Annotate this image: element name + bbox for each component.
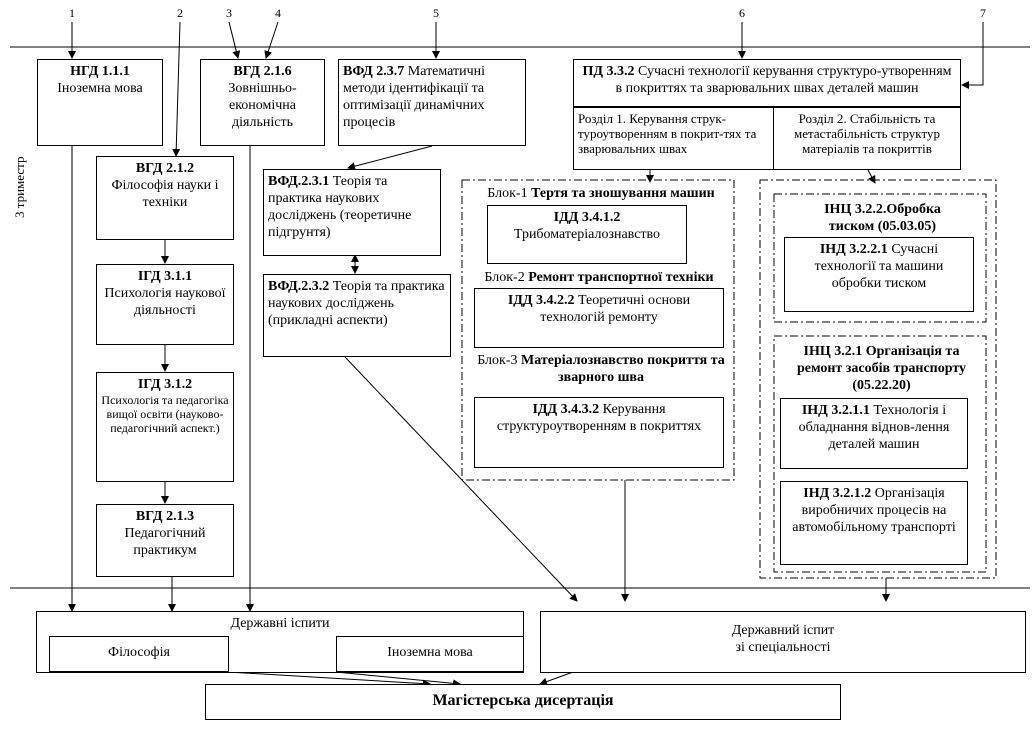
column-number-6: 6 — [739, 6, 745, 20]
course-section-2: Розділ 2. Стабільність та метастабільніс… — [773, 107, 961, 170]
course-title: Трибоматеріалознавство — [513, 227, 661, 242]
column-number-3: 3 — [226, 6, 232, 20]
exam-philosophy: Філософія — [49, 636, 229, 672]
course-box-vgd216: ВГД 2.1.6 Зовнішньо-економічна діяльніст… — [200, 59, 325, 146]
course-title: Сучасні технології керування структуро-у… — [615, 64, 952, 96]
column-number-7: 7 — [980, 6, 986, 20]
course-code: ІНД 3.2.1.1 — [801, 403, 870, 418]
exam-foreign-language: Іноземна мова — [336, 636, 524, 672]
specialty-label-inc321: ІНЦ 3.2.1 Організація та ремонт засобів … — [796, 344, 967, 393]
specialty-label-inc322: ІНЦ 3.2.2.Обробка тиском (05.03.05) — [824, 202, 941, 234]
course-box-idd3412: ІДД 3.4.1.2 Трибоматеріалознавство — [487, 205, 687, 264]
course-code: НГД 1.1.1 — [70, 64, 130, 79]
course-title: Математичні методи ідентифікації та опти… — [343, 64, 486, 130]
course-code: ПД 3.3.2 — [582, 64, 635, 79]
course-code: ВГД 2.1.3 — [135, 509, 195, 524]
course-box-vfd237: ВФД 2.3.7 Математичні методи ідентифікац… — [338, 59, 526, 146]
course-box-vgd212: ВГД 2.1.2 Філософія науки і техніки — [96, 156, 234, 240]
course-title: Теоретичні основи технологій ремонту — [540, 293, 691, 325]
course-code: ІДД 3.4.3.2 — [532, 402, 600, 417]
course-code: ІГД 3.1.2 — [137, 377, 193, 392]
column-number-1: 1 — [69, 6, 75, 20]
master-thesis-box: Магістерська дисертація — [205, 684, 841, 720]
course-box-idd3422: ІДД 3.4.2.2 Теоретичні основи технологій… — [474, 288, 724, 348]
block-label-3: Блок-3 Матеріалознавство покриття та зва… — [477, 353, 725, 385]
state-exams-title: Державні іспити — [230, 616, 330, 631]
course-code: ІДД 3.4.2.2 — [507, 293, 575, 308]
course-box-ind3212: ІНД 3.2.1.2 Організація виробничих проце… — [780, 481, 968, 565]
section-title: Розділ 1. Керування струк-туроутворенням… — [578, 111, 757, 156]
course-code: ВФД.2.3.2 — [268, 279, 330, 294]
course-box-vgd213: ВГД 2.1.3 Педагогічний практикум — [96, 504, 234, 577]
course-title: Педагогічний практикум — [124, 526, 206, 558]
course-code: ВГД 2.1.6 — [233, 64, 292, 79]
course-title: Психологія та педагогіка вищої освіти (н… — [101, 393, 229, 435]
course-box-igd312: ІГД 3.1.2 Психологія та педагогіка вищої… — [96, 372, 234, 482]
course-section-1: Розділ 1. Керування струк-туроутворенням… — [573, 107, 774, 170]
block-label-2: Блок-2 Ремонт транспортної техніки — [484, 270, 714, 285]
course-code: ІНД 3.2.2.1 — [819, 242, 888, 257]
course-title: Іноземна мова — [57, 81, 143, 96]
course-title: Психологія наукової діяльності — [104, 286, 226, 318]
course-title: Технологія і обладнання віднов-лення дет… — [798, 403, 950, 452]
column-number-5: 5 — [433, 6, 439, 20]
course-title: Керування структуроутворенням в покриття… — [496, 402, 702, 434]
section-title: Розділ 2. Стабільність та метастабільніс… — [794, 111, 940, 156]
course-title: Зовнішньо-економічна діяльність — [228, 81, 297, 130]
course-code: ВГД 2.1.2 — [135, 161, 195, 176]
course-code: ІГД 3.1.1 — [137, 269, 193, 284]
course-title: Теорія та практика наукових досліджень (… — [268, 174, 412, 240]
course-box-vfd232: ВФД.2.3.2 Теорія та практика наукових до… — [263, 274, 451, 357]
column-number-2: 2 — [177, 6, 183, 20]
course-box-igd311: ІГД 3.1.1 Психологія наукової діяльності — [96, 264, 234, 345]
course-code: ВФД 2.3.7 — [343, 64, 405, 79]
course-box-idd3432: ІДД 3.4.3.2 Керування структуроутворення… — [474, 397, 724, 468]
course-box-pd332: ПД 3.3.2 Сучасні технології керування ст… — [573, 59, 961, 107]
course-box-vfd231: ВФД.2.3.1 Теорія та практика наукових до… — [263, 169, 441, 256]
column-number-4: 4 — [275, 6, 281, 20]
course-code: ВФД.2.3.1 — [268, 174, 330, 189]
course-title: Сучасні технології та машини обробки тис… — [814, 242, 944, 291]
course-code: ІНД 3.2.1.2 — [803, 486, 872, 501]
course-title: Теорія та практика наукових досліджень (… — [268, 279, 445, 328]
specialty-exam-box: Державний іспит зі спеціальності — [540, 611, 1026, 673]
course-code: ІДД 3.4.1.2 — [553, 210, 621, 225]
course-title: Філософія науки і техніки — [111, 178, 219, 210]
course-box-ind3211: ІНД 3.2.1.1 Технологія і обладнання відн… — [780, 398, 968, 469]
trimester-label: 3 триместр — [12, 156, 27, 218]
course-box-ngd111: НГД 1.1.1 Іноземна мова — [37, 59, 163, 146]
course-title: Організація виробничих процесів на автом… — [792, 486, 956, 535]
course-box-ind3221: ІНД 3.2.2.1 Сучасні технології та машини… — [784, 237, 974, 312]
block-label-1: Блок-1 Тертя та зношування машин — [487, 186, 715, 201]
